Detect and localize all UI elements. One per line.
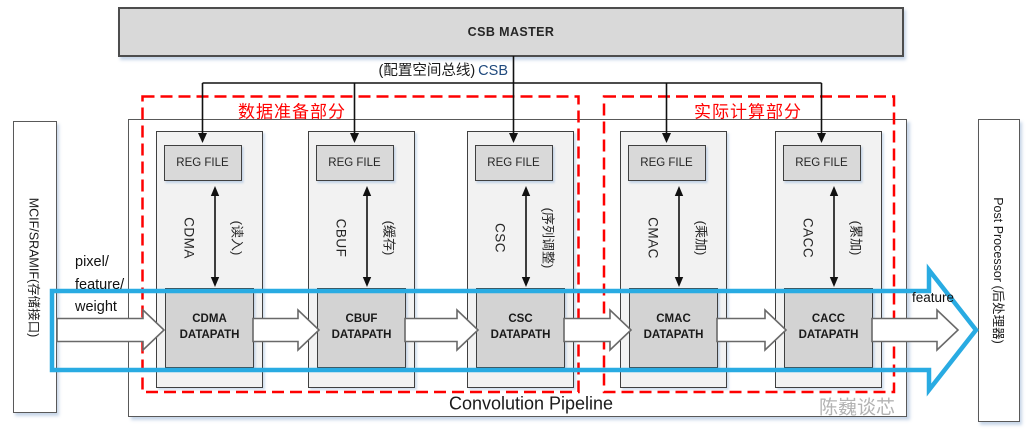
datapath-label-line2: DATAPATH [643,329,704,341]
pipeline-title: Convolution Pipeline [448,393,614,414]
datapath-label-line1: CMAC [656,313,691,326]
memory-interface-label: MCIF/SRAMIF(存储接口) [26,197,41,337]
datapath-label-line1: CBUF [345,313,378,326]
datapath-label-line2: DATAPATH [331,329,392,341]
csb-bus-label-cn: (配置空间总线) [378,63,476,79]
csb-bus-label-en: CSB [478,63,508,79]
module-name-label: CSC [492,222,507,254]
module-annotation-label: (乘加) [693,220,708,256]
module-annotation-label: (累加) [848,220,863,256]
reg-datapath-double-arrow-icon [674,186,683,287]
module-column-cbuf: REG FILE CBUF (缓存) CBUF DATAPATH [308,131,415,388]
datapath-label-line2: DATAPATH [490,329,551,341]
reg-file-label: REG FILE [640,157,693,169]
reg-file-box: REG FILE [627,145,706,181]
reg-datapath-double-arrow-icon [362,186,371,287]
input-label-line3: weight [75,299,117,315]
module-column-cacc: REG FILE CACC (累加) CACC DATAPATH [775,131,882,388]
datapath-box: CSC DATAPATH [476,288,565,368]
watermark-text: 陈巍谈芯 [818,397,896,419]
reg-file-label: REG FILE [176,157,229,169]
module-name-label: CACC [800,217,815,259]
reg-file-label: REG FILE [487,157,540,169]
module-name-label: CDMA [181,217,196,259]
data-prep-section-label: 数据准备部分 [238,102,346,122]
output-data-label: feature [912,290,955,305]
reg-file-box: REG FILE [163,145,242,181]
csb-bus-label: (配置空间总线)CSB [350,59,509,80]
datapath-box: CACC DATAPATH [784,288,873,368]
reg-file-label: REG FILE [328,157,381,169]
reg-datapath-double-arrow-icon [521,186,530,287]
input-label-line1: pixel/ [75,254,109,270]
input-data-label: pixel/ feature/ weight [75,251,124,319]
datapath-label-line1: CSC [508,313,533,326]
datapath-box: CBUF DATAPATH [317,288,406,368]
csb-master-box: CSB MASTER [118,7,904,57]
module-name-label: CMAC [645,217,660,259]
module-column-cdma: REG FILE CDMA (读入) CDMA DATAPATH [156,131,263,388]
post-processor-label: Post Processor (后处理器) [990,197,1005,344]
datapath-label-line2: DATAPATH [179,329,240,341]
reg-datapath-double-arrow-icon [829,186,838,287]
module-column-csc: REG FILE CSC (序列调整) CSC DATAPATH [467,131,574,388]
reg-file-box: REG FILE [782,145,861,181]
module-annotation-label: (序列调整) [540,207,555,269]
reg-datapath-double-arrow-icon [210,186,219,287]
module-annotation-label: (读入) [229,220,244,256]
module-column-cmac: REG FILE CMAC (乘加) CMAC DATAPATH [620,131,727,388]
datapath-label-line1: CACC [811,313,846,326]
module-name-label: CBUF [333,218,348,258]
datapath-label-line1: CDMA [192,313,227,326]
reg-file-box: REG FILE [474,145,553,181]
csb-master-label: CSB MASTER [467,25,555,39]
datapath-box: CDMA DATAPATH [165,288,254,368]
datapath-label-line2: DATAPATH [798,329,859,341]
reg-file-label: REG FILE [795,157,848,169]
datapath-box: CMAC DATAPATH [629,288,718,368]
reg-file-box: REG FILE [315,145,394,181]
compute-section-label: 实际计算部分 [694,102,802,122]
input-label-line2: feature/ [75,276,125,293]
memory-interface-box: MCIF/SRAMIF(存储接口) [13,121,57,413]
post-processor-box: Post Processor (后处理器) [978,119,1020,422]
module-annotation-label: (缓存) [381,220,396,256]
